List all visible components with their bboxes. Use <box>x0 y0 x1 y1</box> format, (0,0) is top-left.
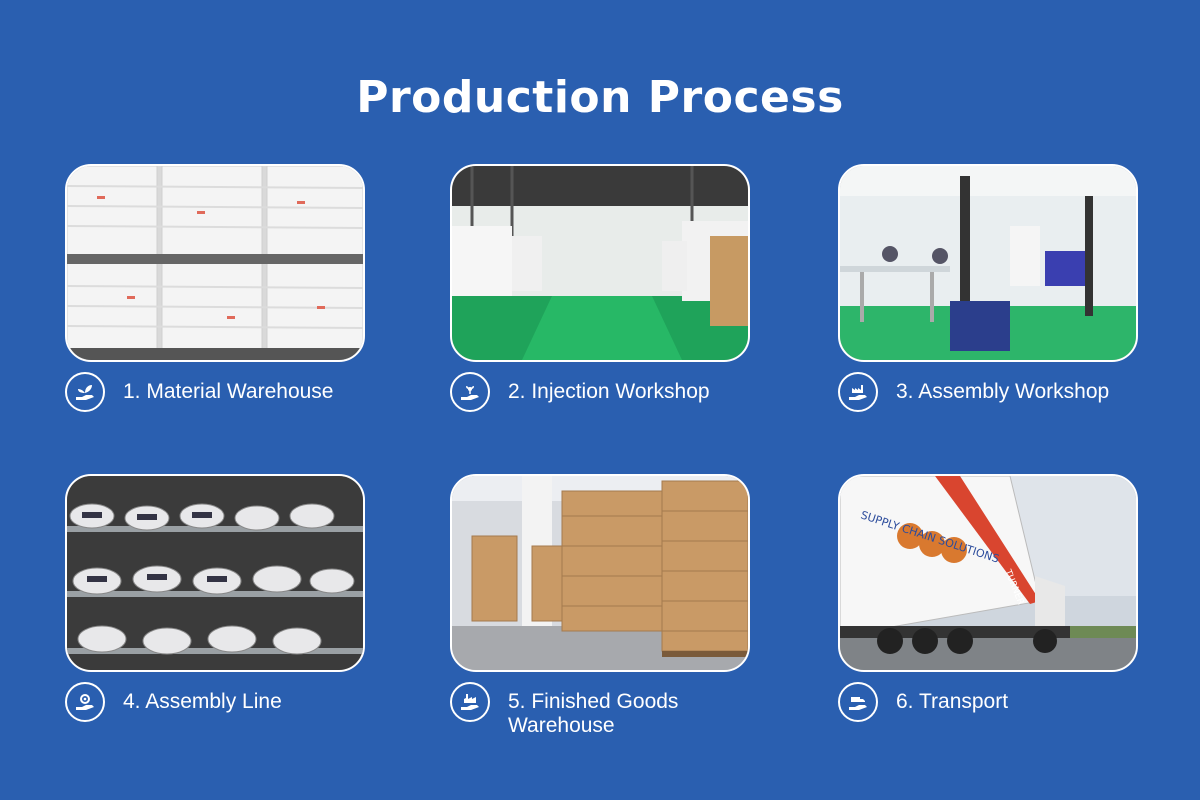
step-card-assembly-workshop: 3. Assembly Workshop <box>838 164 1138 412</box>
step-card-transport: SUPPLY CHAIN SOLUTIONS TURNER 6. Transpo… <box>838 474 1138 722</box>
hand-building-icon <box>450 682 490 722</box>
transport-truck-photo: SUPPLY CHAIN SOLUTIONS TURNER <box>838 474 1138 672</box>
hand-gear-icon <box>65 682 105 722</box>
hand-seedling-icon <box>450 372 490 412</box>
hand-truck-icon <box>838 682 878 722</box>
page-title: Production Process <box>356 72 844 123</box>
step-card-assembly-line: 4. Assembly Line <box>65 474 365 722</box>
material-warehouse-photo <box>65 164 365 362</box>
step-label: 2. Injection Workshop <box>508 380 710 403</box>
hand-factory-icon <box>838 372 878 412</box>
step-label: 6. Transport <box>896 690 1009 713</box>
assembly-line-photo <box>65 474 365 672</box>
step-label: 5. Finished Goods Warehouse <box>508 690 679 737</box>
finished-goods-warehouse-photo <box>450 474 750 672</box>
hand-plant-icon <box>65 372 105 412</box>
step-label: 1. Material Warehouse <box>123 380 334 403</box>
step-card-finished-goods-warehouse: 5. Finished Goods Warehouse <box>450 474 750 737</box>
assembly-workshop-photo <box>838 164 1138 362</box>
step-card-injection-workshop: 2. Injection Workshop <box>450 164 750 412</box>
step-card-material-warehouse: 1. Material Warehouse <box>65 164 365 412</box>
step-label: 3. Assembly Workshop <box>896 380 1110 403</box>
step-label: 4. Assembly Line <box>123 690 282 713</box>
injection-workshop-photo <box>450 164 750 362</box>
